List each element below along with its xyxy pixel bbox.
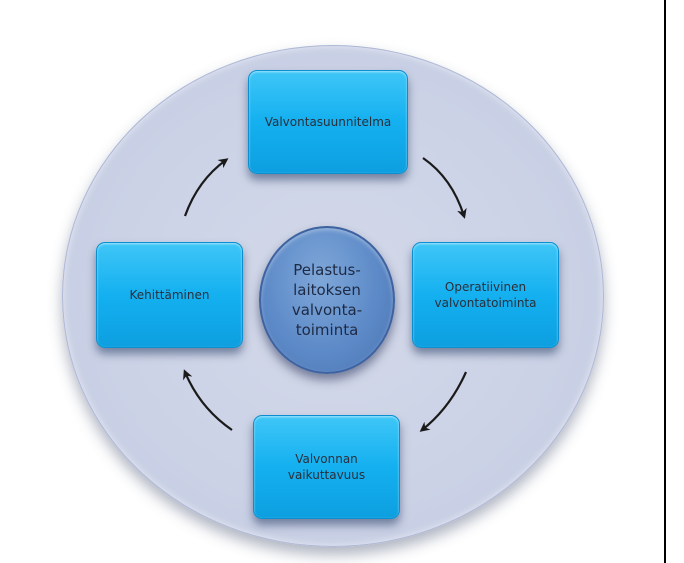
arrow-left-to-top	[183, 158, 229, 217]
node-label-top: Valvontasuunnitelma	[264, 115, 392, 129]
page-edge-rule	[664, 0, 666, 563]
node-kehittaminen: Kehittäminen	[96, 242, 243, 348]
center-circle: Pelastus- laitoksen valvonta- toiminta	[259, 226, 395, 374]
node-valvonnan-vaikuttavuus: Valvonnan vaikuttavuus	[253, 415, 400, 519]
node-label-right: Operatiivinen valvontatoiminta	[434, 280, 537, 310]
arrow-right-to-bottom	[419, 371, 468, 432]
node-valvontasuunnitelma: Valvontasuunnitelma	[248, 70, 408, 174]
arrow-top-to-right	[422, 157, 467, 219]
arrow-bottom-to-left	[183, 369, 233, 431]
center-label: Pelastus- laitoksen valvonta- toiminta	[291, 261, 363, 339]
node-label-left: Kehittäminen	[129, 288, 210, 302]
node-label-bottom: Valvonnan vaikuttavuus	[287, 452, 366, 482]
node-operatiivinen-valvontatoiminta: Operatiivinen valvontatoiminta	[412, 242, 559, 348]
